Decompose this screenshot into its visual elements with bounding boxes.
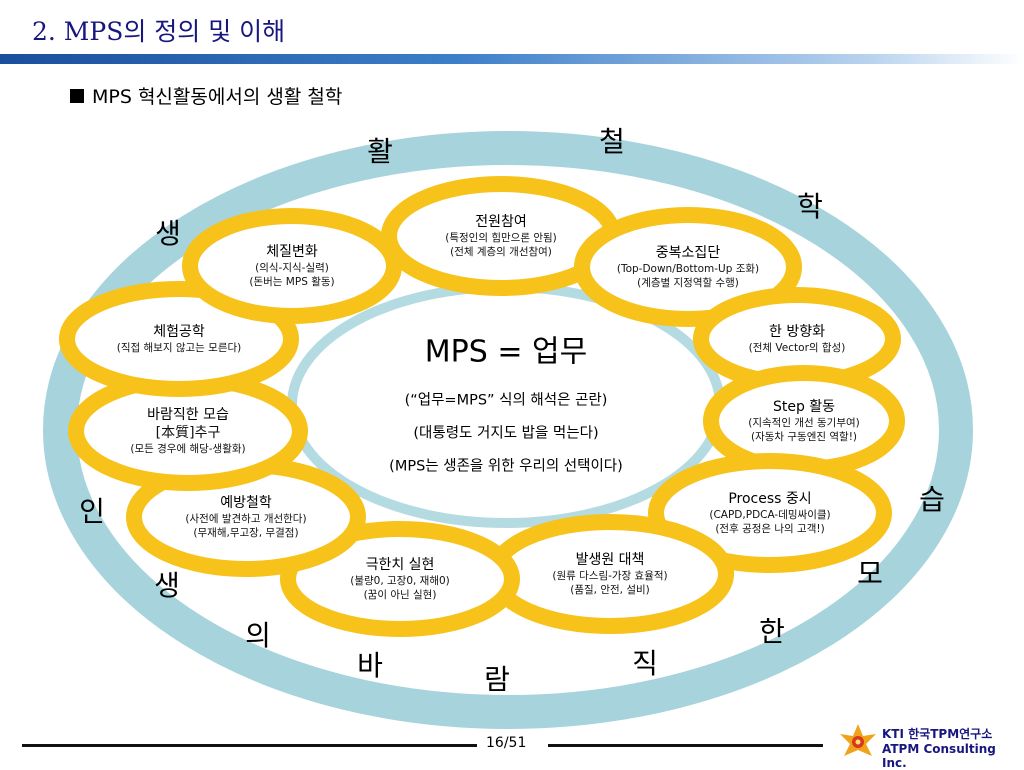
bubble-ring	[574, 207, 802, 327]
bubble-line: [本質]추구	[155, 425, 221, 441]
bubble-line: (전체 Vector의 합성)	[748, 342, 846, 354]
bubble-line: (자동차 구동엔진 역할!)	[750, 431, 858, 443]
ring-char: 철	[599, 125, 625, 158]
bubble: 바람직한 모습 [本質]추구 (모든 경우에 해당-생활화)	[130, 406, 245, 456]
page-title: 2. MPS의 정의 및 이해	[32, 17, 286, 46]
center-statement: MPS = 업무 (“업무=MPS” 식의 해석은 곤란) (대통령도 거지도 …	[389, 327, 623, 484]
bubble-title: 극한치 실현	[365, 557, 435, 573]
bubble-title: Step 활동	[772, 399, 836, 415]
bubble-line: (불량0, 고장0, 재해0)	[350, 575, 450, 587]
bubble-line: (계층별 지정역할 수행)	[637, 277, 739, 289]
ring-char: 인	[79, 495, 105, 528]
ring-char: 생	[155, 217, 181, 250]
logo-line-2: ATPM Consulting Inc.	[882, 742, 996, 770]
bubble-title: 바람직한 모습	[147, 407, 229, 423]
bubble: 체질변화 (의식-지식-실력) (돈버는 MPS 활동)	[249, 243, 334, 289]
bubble-title: 전원참여	[475, 214, 527, 230]
bubble-title: 체험공학	[153, 324, 205, 340]
ring-char: 활	[367, 135, 393, 168]
bubble-ring	[280, 521, 520, 637]
square-bullet-icon	[70, 89, 84, 103]
ring-char: 학	[797, 190, 823, 223]
subtitle-text: MPS 혁신활동에서의 생활 철학	[92, 86, 343, 108]
bubble-line: (특정인의 힘만으론 안됨)	[445, 232, 557, 244]
ring-char: 람	[484, 663, 510, 696]
bubble-line: (돈버는 MPS 활동)	[249, 276, 335, 288]
bubble: 중복소집단 (Top-Down/Bottom-Up 조화) (계층별 지정역할 수행…	[617, 244, 759, 290]
bubble: 발생원 대책 (원류 다스림-가장 효율적) (품질, 안전, 설비)	[552, 551, 667, 597]
page-number: 16/51	[486, 735, 527, 751]
bubble-line: (Top-Down/Bottom-Up 조화)	[616, 263, 760, 275]
bubble: 예방철학 (사전에 발견하고 개선한다) (무재해,무고장, 무결점)	[185, 494, 306, 540]
bubble: 전원참여 (특정인의 힘만으론 안됨) (전체 계층의 개선참여)	[445, 213, 556, 259]
bubble-line: (사전에 발견하고 개선한다)	[185, 513, 307, 525]
bubble-line: (원류 다스림-가장 효율적)	[552, 570, 668, 582]
bubble-line: (품질, 안전, 설비)	[570, 584, 650, 596]
bubble-line: (지속적인 개선 동기부여)	[748, 417, 860, 429]
ring-char: 바	[357, 649, 383, 682]
bubble-line: (전체 계층의 개선참여)	[450, 246, 552, 258]
kti-logo-icon	[840, 724, 876, 756]
bubble-line: (모든 경우에 해당-생활화)	[130, 443, 246, 455]
bubble-title: 예방철학	[220, 495, 272, 511]
bubble-line: (전후 공정은 나의 고객!)	[715, 523, 825, 535]
section-subtitle: MPS 혁신활동에서의 생활 철학	[70, 82, 342, 109]
footer-rule-right	[548, 744, 823, 747]
bubble: 한 방향화 (전체 Vector의 합성)	[749, 323, 846, 355]
bubble-title: 중복소집단	[655, 245, 721, 261]
bubble-title: Process 중시	[728, 491, 812, 507]
center-line: (대통령도 거지도 밥을 먹는다)	[413, 425, 599, 442]
bubble-ring	[648, 453, 892, 573]
bubble: Step 활동 (지속적인 개선 동기부여) (자동차 구동엔진 역할!)	[748, 398, 859, 444]
bubble-line: (CAPD,PDCA-데밍싸이클)	[709, 509, 831, 521]
bubble-ring	[182, 208, 402, 324]
bubble-line: (무재해,무고장, 무결점)	[193, 527, 299, 539]
logo-line-1: KTI 한국TPM연구소	[882, 727, 993, 741]
bubble-line: (꿈이 아닌 실현)	[363, 589, 437, 601]
ring-char: 의	[245, 619, 271, 652]
bubble-title: 한 방향화	[769, 324, 825, 340]
bubble-title: 체질변화	[266, 244, 318, 260]
bubble: 극한치 실현 (불량0, 고장0, 재해0) (꿈이 아닌 실현)	[350, 556, 450, 602]
bubble: 체험공학 (직접 해보지 않고는 모른다)	[117, 323, 241, 355]
bubble-line: (직접 해보지 않고는 모른다)	[116, 342, 242, 354]
bubble-shapes	[59, 176, 905, 637]
bubble-line: (의식-지식-실력)	[255, 262, 329, 274]
ring-char: 모	[857, 557, 883, 590]
outer-ring	[43, 131, 973, 729]
center-line: (MPS는 생존을 위한 우리의 선택이다)	[389, 458, 623, 475]
ring-char: 생	[154, 569, 180, 602]
bubble: Process 중시 (CAPD,PDCA-데밍싸이클) (전후 공정은 나의 고객…	[709, 490, 830, 536]
ring-char: 습	[919, 483, 945, 516]
footer-rule-left	[22, 744, 477, 747]
ring-char: 한	[759, 615, 785, 648]
ring-char: 직	[632, 647, 658, 680]
center-title: MPS = 업무	[424, 334, 588, 370]
bubble-title: 발생원 대책	[575, 552, 645, 568]
center-line: (“업무=MPS” 식의 해석은 곤란)	[404, 392, 608, 409]
title-underline-bar	[0, 54, 1024, 64]
